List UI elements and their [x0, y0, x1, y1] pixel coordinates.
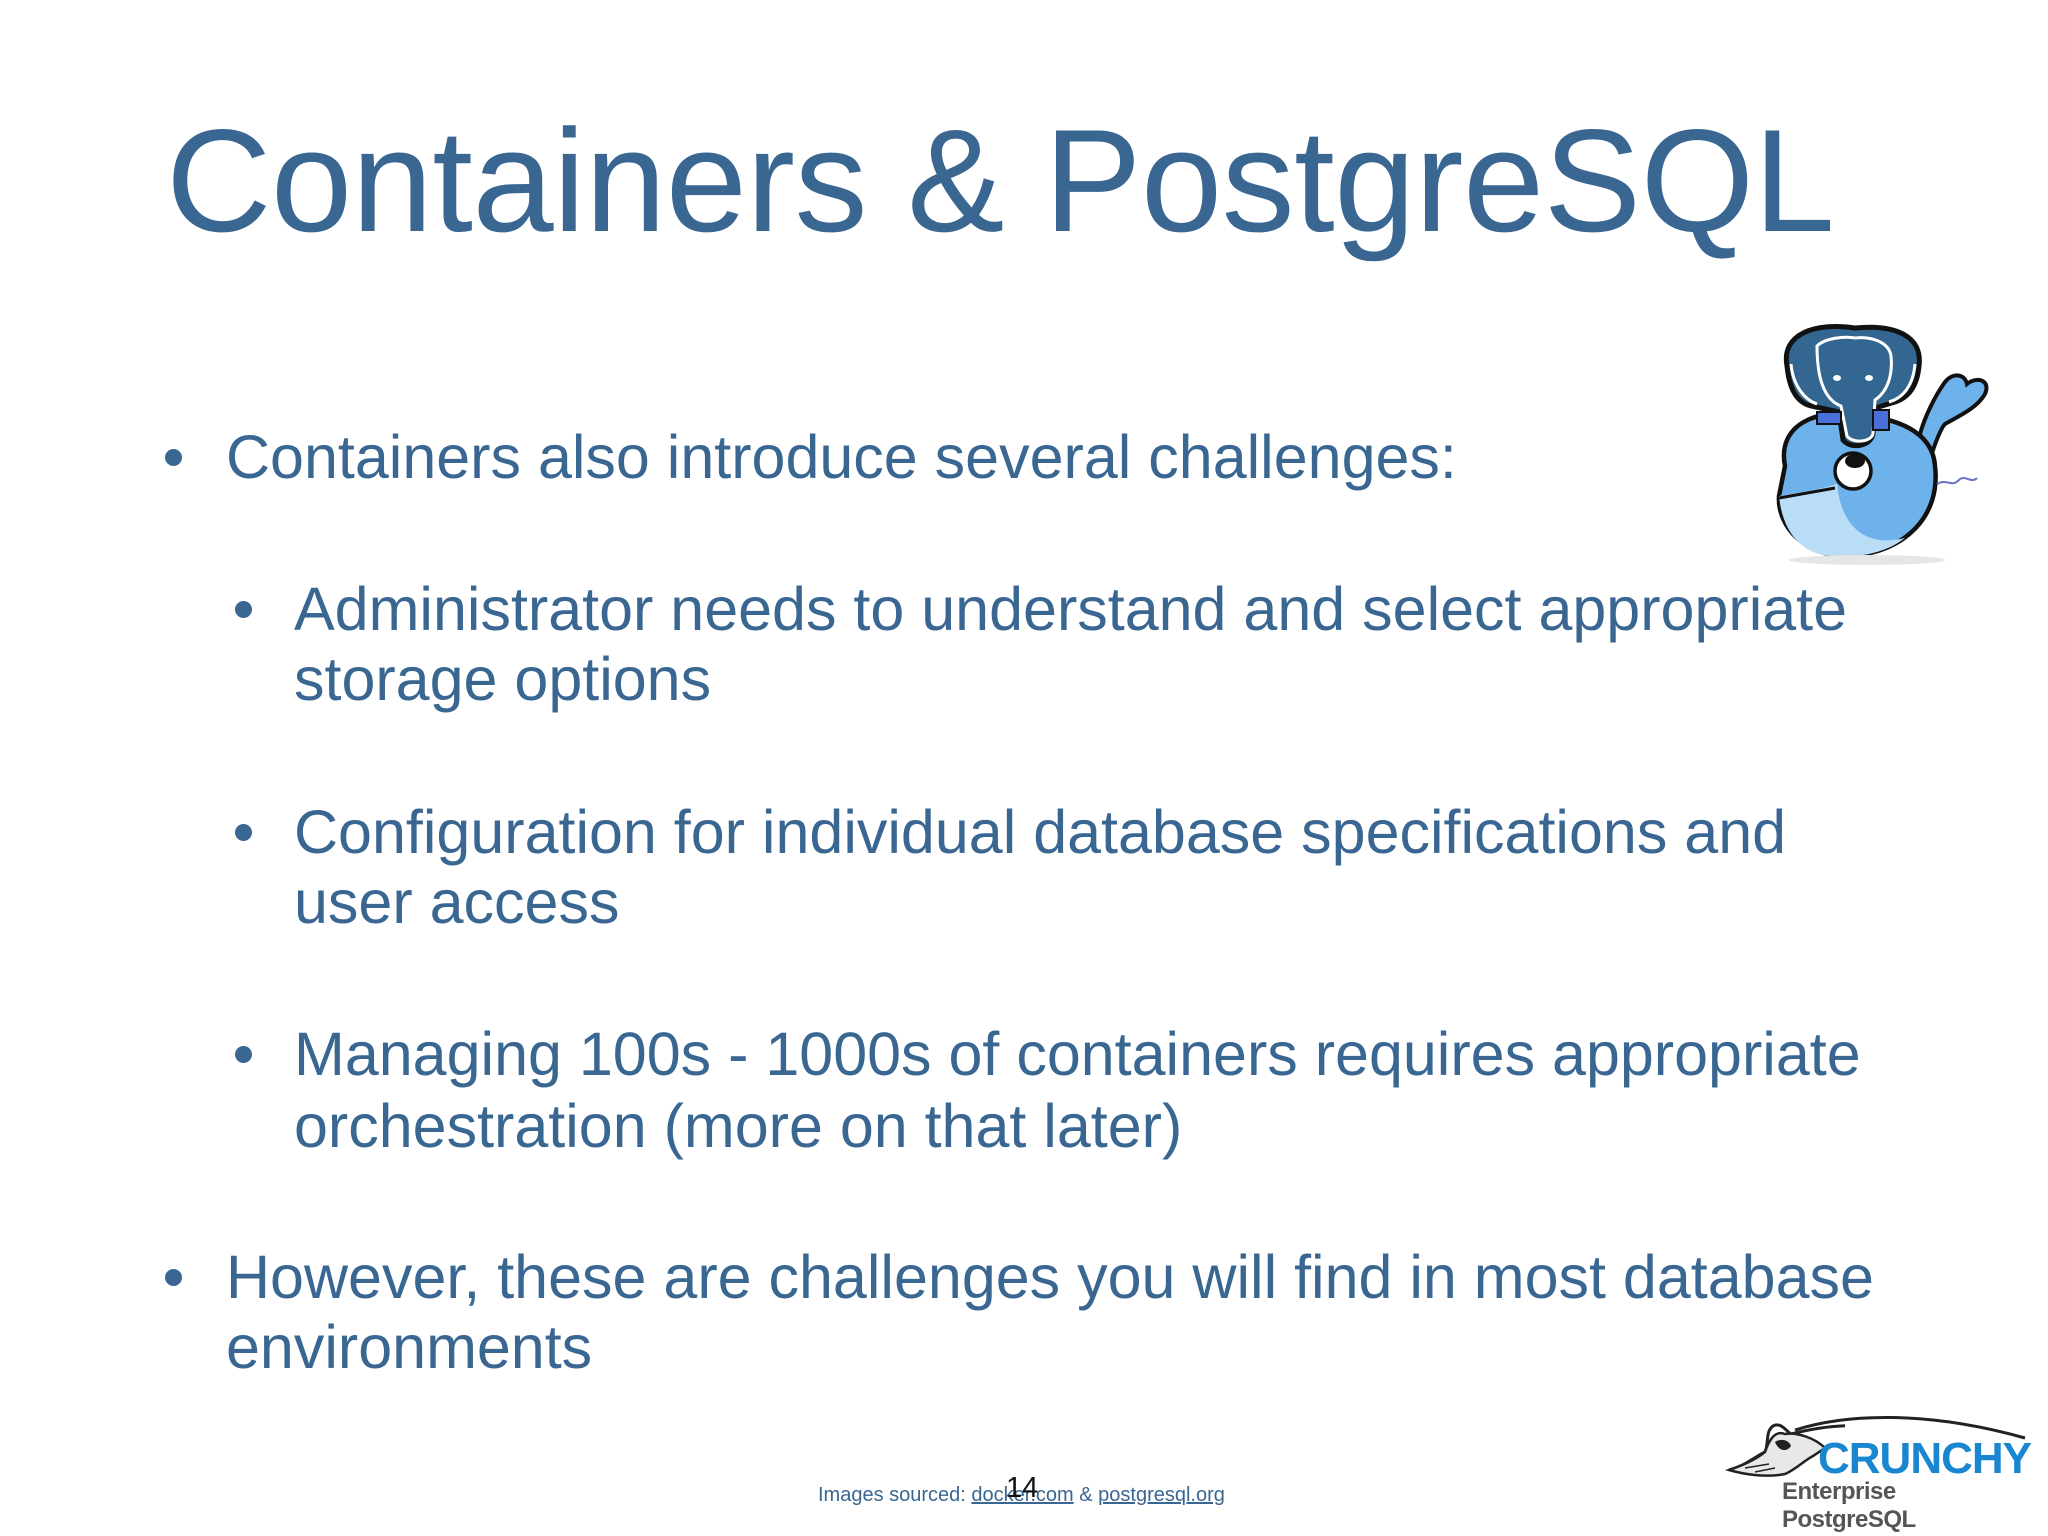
docker-postgres-mascot-icon — [1776, 324, 1989, 565]
sub-bullet-dot — [235, 1046, 252, 1063]
sub-bullet-text-continued: user access — [294, 868, 620, 936]
image-credits: Images sourced: docker.com & postgresql.… — [818, 1484, 1225, 1507]
sub-bullet-text: Configuration for individual database sp… — [294, 798, 1787, 866]
page-number: 14 — [1006, 1472, 1039, 1504]
slide-title: Containers & PostgreSQL — [166, 99, 1835, 262]
bullet-dot — [165, 449, 182, 466]
sub-bullet-dot — [235, 824, 252, 841]
logo-brand-text: CRUNCHY — [1818, 1434, 2032, 1483]
bullet-text: However, these are challenges you will f… — [226, 1243, 1874, 1311]
bullet-dot — [165, 1269, 182, 1286]
sub-bullet-text: Managing 100s - 1000s of containers requ… — [294, 1020, 1861, 1088]
crunchy-logo: CRUNCHY Enterprise PostgreSQL — [1725, 1408, 2035, 1533]
docker-link[interactable]: docker.com — [971, 1484, 1074, 1506]
credits-prefix: Images sourced: — [818, 1484, 972, 1506]
logo-tagline: Enterprise PostgreSQL — [1782, 1478, 1916, 1533]
credits-separator: & — [1073, 1484, 1099, 1506]
postgresql-link[interactable]: postgresql.org — [1098, 1484, 1225, 1506]
sub-bullet-dot — [235, 601, 252, 618]
logo-swoosh-icon — [1794, 1416, 2026, 1440]
hippo-icon — [1725, 1423, 1845, 1477]
bullet-text: Containers also introduce several challe… — [226, 423, 1457, 491]
sub-bullet-text: Administrator needs to understand and se… — [294, 575, 1848, 643]
sub-bullet-text-continued: orchestration (more on that later) — [294, 1092, 1183, 1160]
sub-bullet-text-continued: storage options — [294, 645, 712, 713]
bullet-text-continued: environments — [226, 1313, 593, 1381]
